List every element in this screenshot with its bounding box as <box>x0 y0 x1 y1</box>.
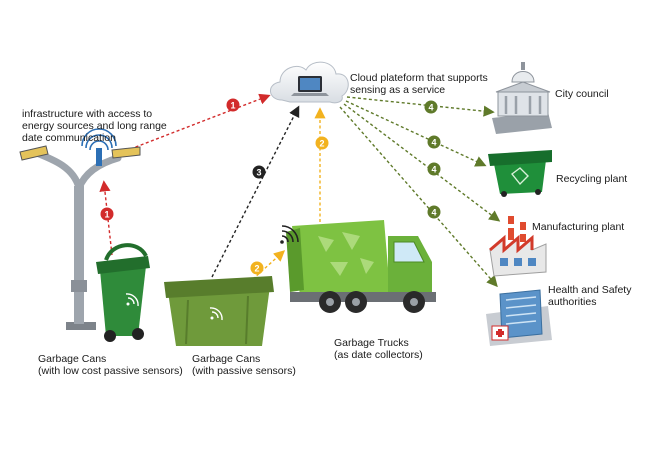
svg-text:4: 4 <box>431 165 436 175</box>
health-safety-building-icon <box>486 289 552 346</box>
cloud-laptop-icon <box>270 61 349 104</box>
svg-text:4: 4 <box>431 138 436 148</box>
step-badge-2: 2 <box>315 136 329 150</box>
step-badge-4: 4 <box>427 135 441 149</box>
step-badge-2: 2 <box>250 261 264 275</box>
arrow-cloud-to-manufacturing <box>343 103 501 222</box>
svg-text:3: 3 <box>256 168 261 178</box>
step-badge-4: 4 <box>427 162 441 176</box>
step-badge-3: 3 <box>252 165 266 179</box>
arrow-cloud-to-health <box>339 106 498 288</box>
streetlight-icon <box>19 128 141 330</box>
arrow-can-to-streetlight <box>99 180 113 256</box>
city-council-label: City council <box>555 88 609 100</box>
manufacturing-plant-label: Manufacturing plant <box>532 221 625 233</box>
step-badge-1: 1 <box>226 98 240 112</box>
wifi-icon <box>209 307 223 321</box>
garbage-cans-low-cost-label: Garbage Cans(with low cost passive senso… <box>38 353 183 377</box>
step-badge-4: 4 <box>424 100 438 114</box>
arrow-cloud-to-city <box>346 96 495 117</box>
dumpster-icon <box>164 276 274 346</box>
arrow-cloud-to-recycling <box>345 100 487 167</box>
svg-text:4: 4 <box>431 208 436 218</box>
wifi-icon <box>125 293 139 307</box>
garbage-cans-passive-label: Garbage Cans(with passive sensors) <box>192 353 296 377</box>
city-council-icon <box>492 62 552 134</box>
svg-text:2: 2 <box>254 264 259 274</box>
svg-text:4: 4 <box>428 103 433 113</box>
svg-text:1: 1 <box>104 210 109 220</box>
svg-text:2: 2 <box>319 139 324 149</box>
step-badge-4: 4 <box>427 205 441 219</box>
wifi-icon <box>280 225 299 244</box>
garbage-trucks-label: Garbage Trucks(as date collectors) <box>334 337 423 361</box>
step-badge-1: 1 <box>100 207 114 221</box>
garbage-truck-icon <box>280 220 436 313</box>
recycling-plant-icon <box>488 150 552 197</box>
svg-text:1: 1 <box>230 101 235 111</box>
recycling-plant-label: Recycling plant <box>556 173 628 185</box>
manufacturing-plant-icon <box>489 216 547 277</box>
wheelie-bin-icon <box>96 243 150 342</box>
arrow-dumpster-to-cloud <box>211 105 300 278</box>
